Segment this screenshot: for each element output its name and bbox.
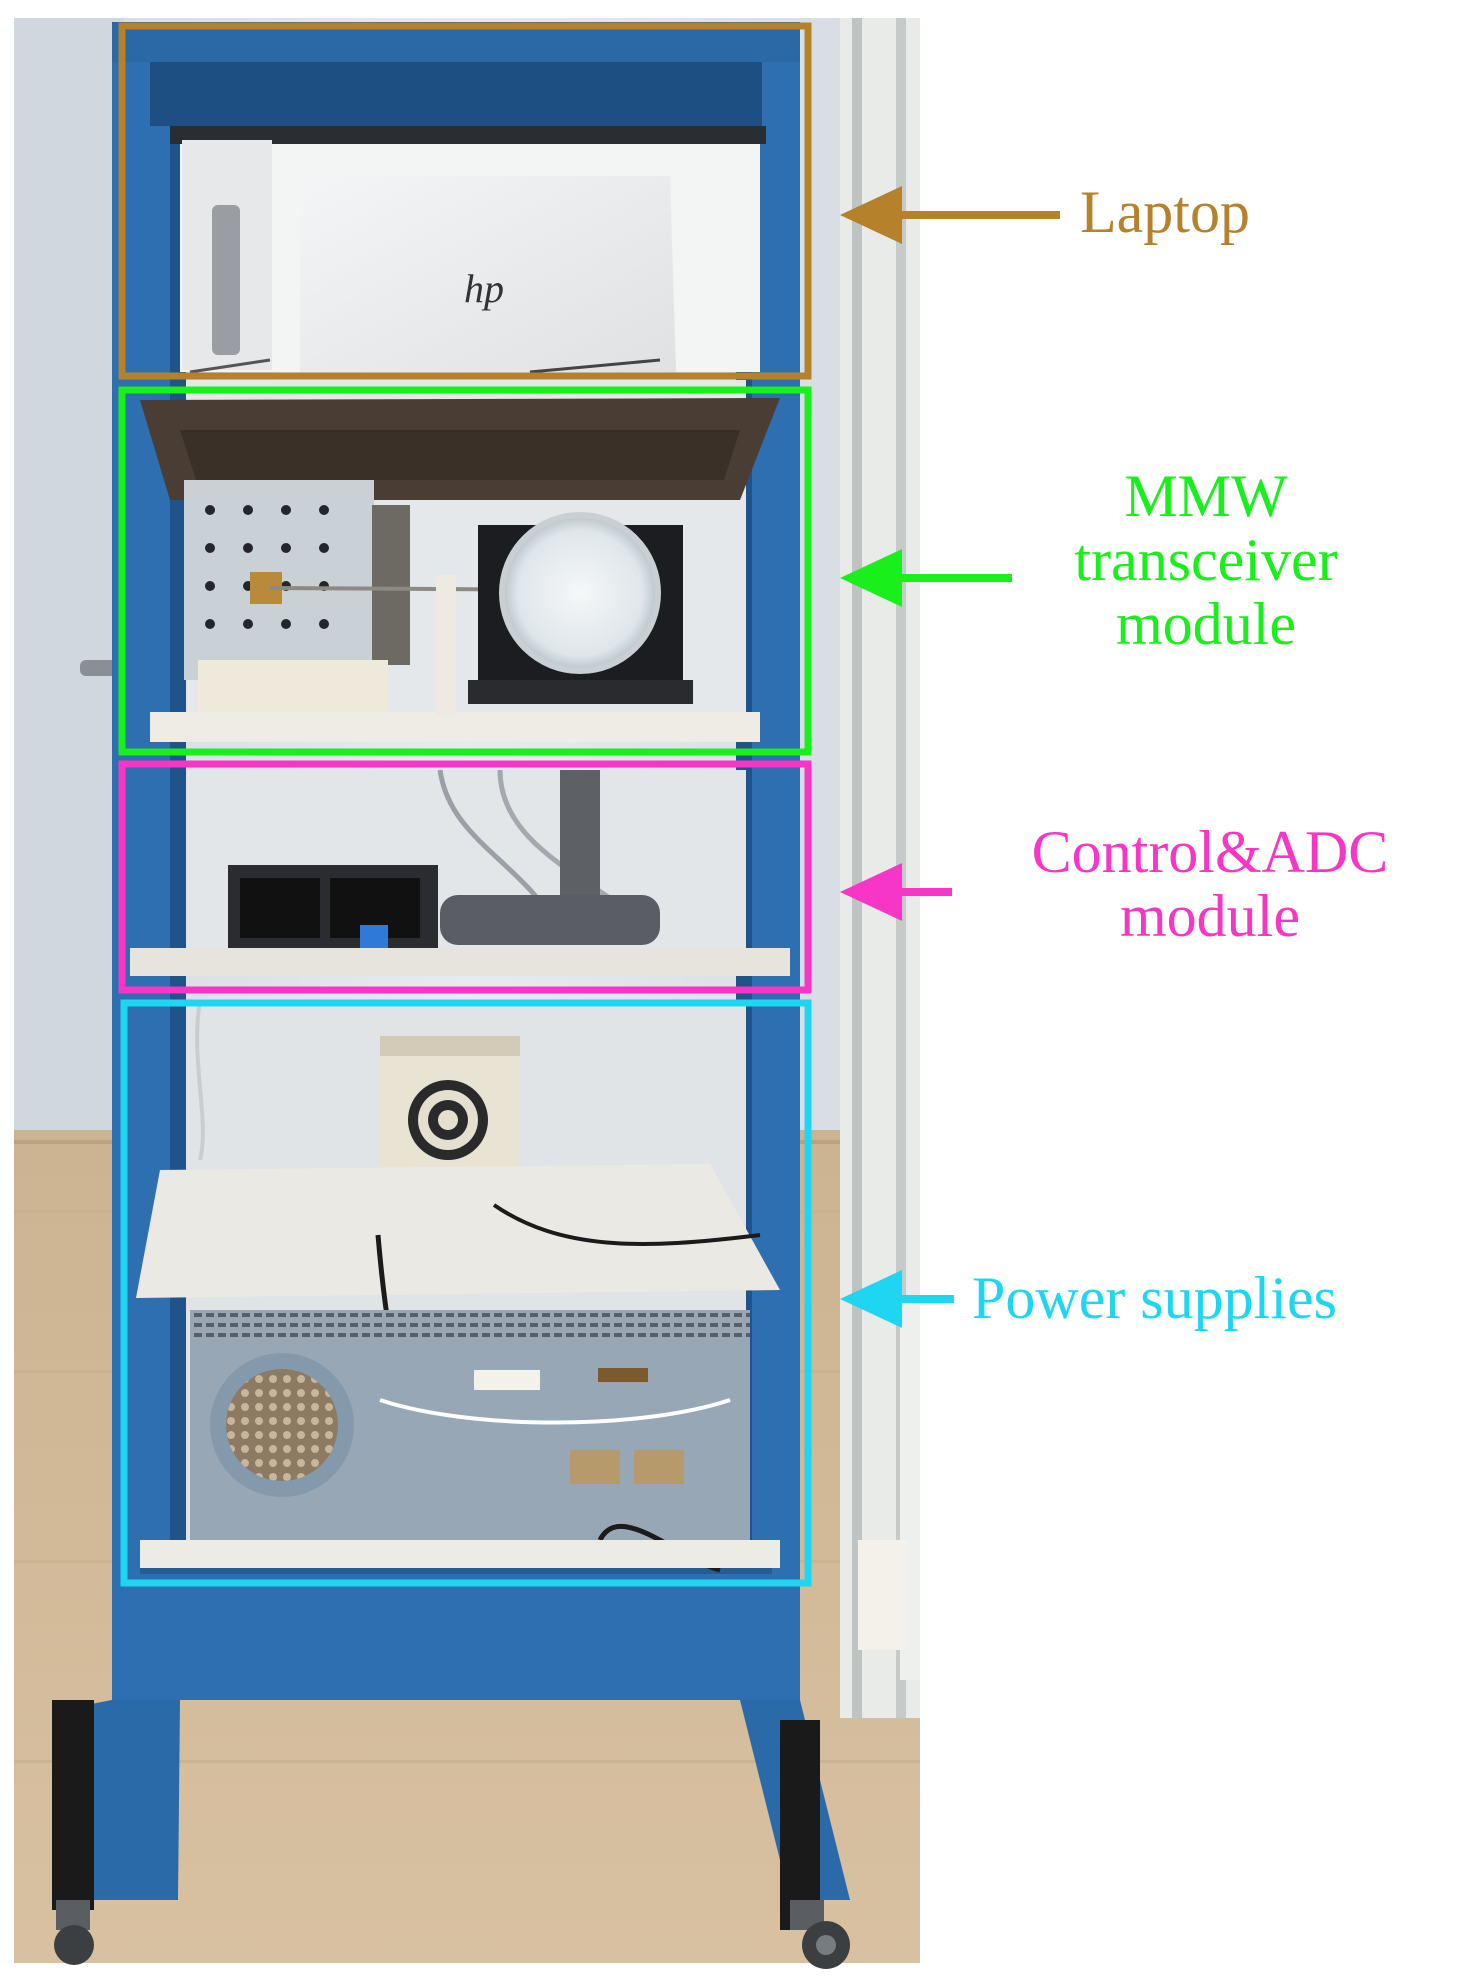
laptop-arrow — [840, 186, 1060, 244]
power-arrow — [840, 1270, 954, 1328]
mmw-arrow — [840, 549, 1012, 607]
control-label: Control&ADC module — [1031, 819, 1389, 949]
power-shelf — [136, 999, 780, 1573]
power-frame — [120, 999, 812, 1587]
laptop-lid — [300, 176, 676, 372]
control-arrow — [840, 863, 952, 921]
fan-grill — [226, 1369, 338, 1481]
laptop-frame — [118, 22, 812, 380]
laptop-shelf — [170, 126, 766, 374]
mmw-label: MMW transceiver module — [1074, 463, 1338, 657]
power-label: Power supplies — [972, 1265, 1337, 1331]
laptop-label: Laptop — [1080, 179, 1250, 245]
hp-logo: hp — [464, 266, 504, 311]
control-shelf — [130, 769, 790, 976]
side-shelving — [840, 18, 920, 1718]
mmw-shelf — [140, 380, 780, 742]
dielectric-lens — [502, 515, 658, 671]
control-frame — [118, 760, 812, 994]
mmw-frame — [118, 386, 812, 756]
